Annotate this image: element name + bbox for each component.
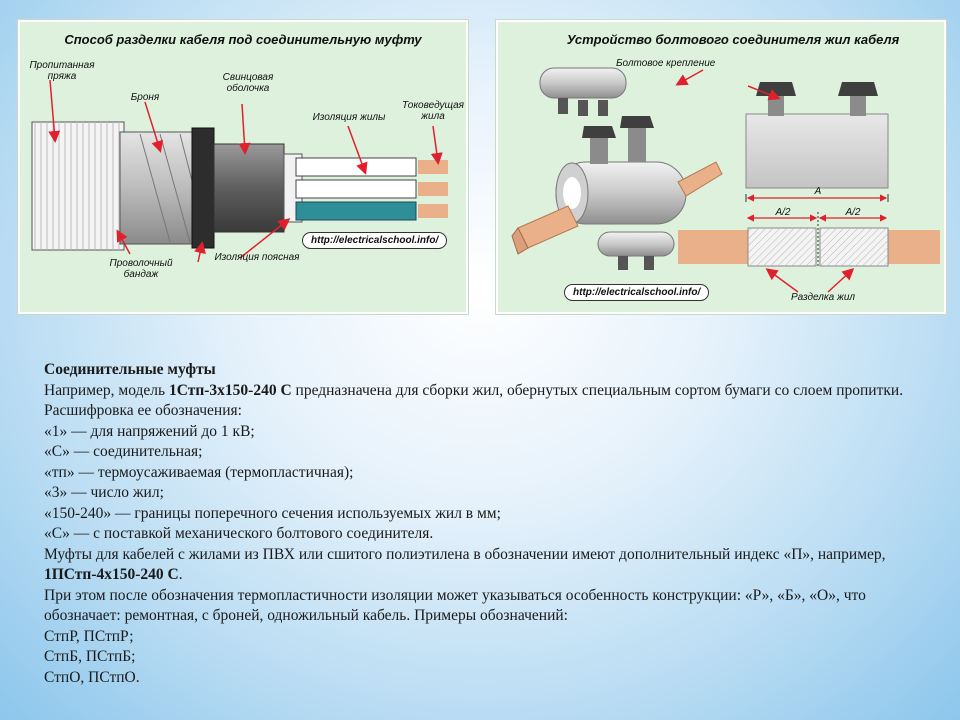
example-line: СтпО, ПСтпО. [44,668,140,686]
cable-cutting-illustration [31,79,448,263]
paragraph-design-features: При этом после обозначения термопластичн… [44,586,866,625]
body-text: Соединительные муфты Например, модель 1С… [44,360,940,688]
bolt-connector-figure: Устройство болтового соединителя жил каб… [496,20,946,314]
impregnated-yarn-label: Пропитанная пряжа [29,60,95,82]
model-code: 1Стп-3х150-240 С [168,381,292,399]
bolt-fastening-label: Болтовое крепление [616,58,716,69]
core-insulation-label: Изоляция жилы [312,112,386,123]
section-heading: Соединительные муфты [44,361,216,378]
example-line: СтпБ, ПСтпБ; [44,648,136,665]
source-url-badge: http://electricalschool.info/ [302,232,448,249]
paragraph-model-intro: Например, модель 1Стп-3х150-240 С предна… [44,381,940,422]
example-line: СтпР, ПСтпР; [44,627,134,645]
dimension-a-half-right-label: A/2 [845,207,861,218]
text-run: Например, модель [44,381,169,399]
decode-line: «С» — с поставкой механического болтовог… [44,525,434,542]
left-figure-title: Способ разделки кабеля под соединительну… [64,32,422,47]
armor-label: Броня [130,92,160,103]
paragraph-pvc: Муфты для кабелей с жилами из ПВХ или сш… [44,545,940,586]
bolt-connector-illustration [511,67,940,293]
decode-line: «1» — для напряжений до 1 кВ; [44,422,255,440]
cable-cutting-figure: Способ разделки кабеля под соединительну… [18,20,468,314]
source-url-badge: http://electricalschool.info/ [564,284,710,301]
dimension-a-label: A [814,186,822,197]
core-cutting-label: Разделка жил [790,292,856,303]
text-run: предназначена для сборки жил, обернутых … [44,381,904,420]
wire-band-label: Проволочный бандаж [109,258,173,280]
belt-insulation-label: Изоляция поясная [214,252,300,263]
decode-line: «С» — соединительная; [44,443,203,460]
model-code: 1ПСтп-4х150-240 С [44,566,179,583]
decode-line: «3» — число жил; [44,484,164,501]
text-run: Муфты для кабелей с жилами из ПВХ или сш… [44,545,886,563]
right-figure-title: Устройство болтового соединителя жил каб… [566,32,900,47]
lead-sheath-label: Свинцовая оболочка [222,72,274,94]
dimension-a-half-left-label: A/2 [775,207,791,218]
conductor-label: Токоведущая жила [402,100,465,122]
decode-line: «150-240» — границы поперечного сечения … [44,504,501,522]
decode-line: «тп» — термоусаживаемая (термопластичная… [44,463,354,481]
text-run: . [178,566,183,583]
